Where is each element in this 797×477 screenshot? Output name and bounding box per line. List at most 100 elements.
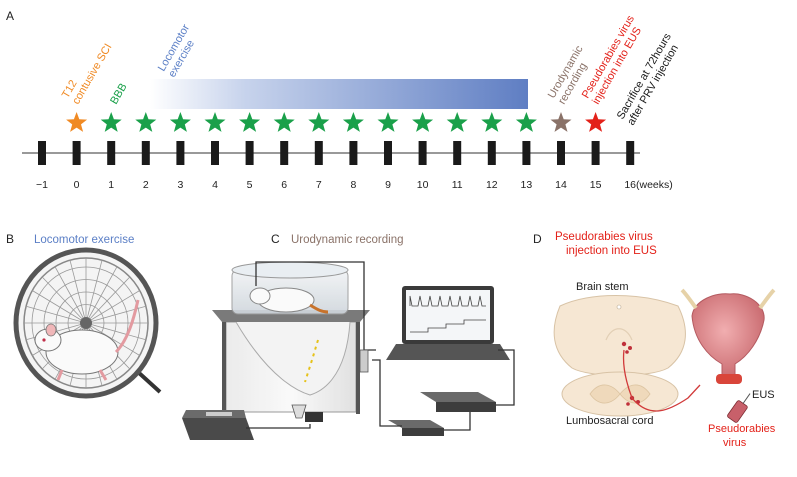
timeline-tick-label: 0 (74, 179, 80, 191)
sci-label: T12 contusive SCI (60, 42, 115, 107)
timeline-tick-label: 8 (350, 179, 356, 191)
urodynamic-setup-illustration (182, 261, 515, 440)
timeline-tick-label: 7 (316, 179, 322, 191)
brain-stem-label: Brain stem (576, 281, 629, 293)
wheel-spoke (85, 260, 103, 324)
timeline-tick (487, 141, 496, 165)
timeline-tick (38, 141, 46, 165)
pump-tubing (246, 424, 311, 429)
wheel-spoke (25, 305, 87, 324)
urine-drops (304, 339, 319, 383)
sci-label-line2: contusive SCI (70, 42, 114, 107)
amplifier-top (388, 420, 444, 428)
trace-volume (410, 319, 486, 333)
sci-star (66, 112, 88, 132)
wheel-spoke (32, 290, 87, 324)
brain-stem-section (553, 295, 686, 376)
timeline-tick (141, 141, 150, 165)
panel-c-letter: C (271, 232, 280, 246)
signal-cables (372, 349, 515, 431)
timeline-tick-label: 10 (417, 179, 429, 191)
bbb-star (515, 112, 537, 132)
panel-c-title: Urodynamic recording (291, 234, 404, 246)
wheel-spoke (41, 276, 87, 324)
bbb-star (273, 112, 295, 132)
cord-grey-matter (589, 384, 651, 404)
locomotor-label: Locomotor exercise (156, 22, 197, 79)
prv-star (585, 112, 607, 132)
timeline-tick (418, 141, 427, 165)
timeline-tick (176, 141, 185, 165)
syringe-needle (742, 393, 751, 404)
mouse-legs (56, 369, 108, 381)
panel-d: D Pseudorabies virus injection into EUS … (533, 231, 776, 449)
timeline-tick-label: −1 (36, 179, 48, 191)
timeline-tick (349, 141, 358, 165)
panel-d-letter: D (533, 232, 542, 246)
rat-catheter-coil (309, 303, 329, 314)
trace-pressure (409, 295, 486, 307)
locomotor-exercise-bar (150, 79, 528, 109)
mouse-in-wheel (34, 299, 140, 381)
infusion-pump (182, 410, 254, 440)
cage-lid (231, 261, 349, 279)
collection-funnel (235, 321, 351, 396)
panel-d-title-line2: injection into EUS (566, 245, 657, 257)
laptop-keyboard (386, 344, 510, 360)
wheel-spoke (85, 322, 147, 341)
bladder (691, 293, 765, 377)
panel-a-letter: A (6, 9, 14, 23)
bbb-star (446, 112, 468, 132)
ureter-left (680, 288, 698, 310)
timeline-tick (280, 141, 289, 165)
collection-cup (291, 404, 307, 419)
running-wheel-illustration (13, 247, 162, 399)
timeline-ticks (38, 141, 635, 165)
panel-b-title: Locomotor exercise (34, 234, 134, 246)
timeline-tick-label: 3 (177, 179, 183, 191)
virus-label-line1: Pseudorabies (708, 423, 776, 435)
wheel-hub (80, 317, 92, 329)
timeline-tick (314, 141, 323, 165)
mouse-tail (114, 299, 140, 354)
neural-pathway (622, 349, 701, 412)
timeline-tick-label: 13 (521, 179, 533, 191)
bbb-star (377, 112, 399, 132)
bbb-star (135, 112, 157, 132)
bbb-star (169, 112, 191, 132)
pump-base (182, 418, 254, 440)
prv-syringe (727, 393, 751, 423)
table-leg-right (356, 322, 360, 414)
timeline-tick (211, 141, 219, 165)
balance (305, 412, 323, 422)
timeline-tick (453, 141, 462, 165)
bbb-label: BBB (108, 81, 129, 106)
panel-b-letter: B (6, 232, 14, 246)
bbb-star (204, 112, 226, 132)
timeline-tick-label: 6 (281, 179, 287, 191)
timeline-stars (66, 112, 607, 132)
mouse-eye (42, 338, 46, 342)
timeline-tick-label: 4 (212, 179, 218, 191)
wheel-spoke (85, 290, 140, 324)
timeline-tick (522, 141, 531, 165)
ureter-right (758, 288, 776, 310)
bbb-label-text: BBB (108, 81, 129, 106)
wheel-ring (31, 266, 141, 380)
laptop-screen (406, 290, 490, 340)
bbb-star (481, 112, 503, 132)
mouse-ear (45, 323, 57, 337)
table-leg-left (222, 322, 226, 414)
wheel-spoke (85, 276, 131, 324)
wheel-spoke (54, 266, 87, 324)
timeline-tick (107, 141, 116, 165)
timeline-tick-label: 15 (590, 179, 602, 191)
daq-box-top (420, 392, 496, 402)
virus-label-line2: virus (723, 437, 747, 449)
timeline-tick-label: 9 (385, 179, 391, 191)
brain-stem-infected-neurons (621, 341, 632, 354)
syringe-barrel (727, 400, 748, 423)
amplifier-front (402, 428, 444, 436)
